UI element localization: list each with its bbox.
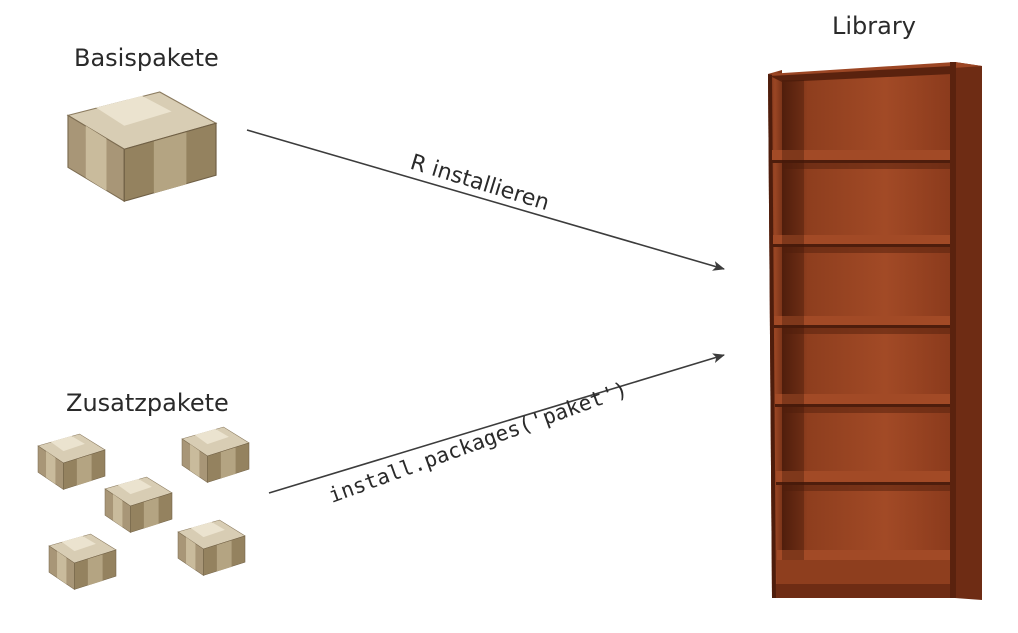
basispakete-label: Basispakete: [74, 44, 219, 72]
arrow-basis-to-library: [246, 129, 725, 271]
arrow-zusatz-to-library: [268, 353, 725, 494]
zusatzpakete-label: Zusatzpakete: [66, 389, 229, 417]
basispakete-box-image: [67, 91, 217, 202]
zusatzpakete-boxes-image: [37, 426, 250, 590]
library-label: Library: [832, 12, 916, 40]
bookshelf-image: [768, 62, 982, 600]
